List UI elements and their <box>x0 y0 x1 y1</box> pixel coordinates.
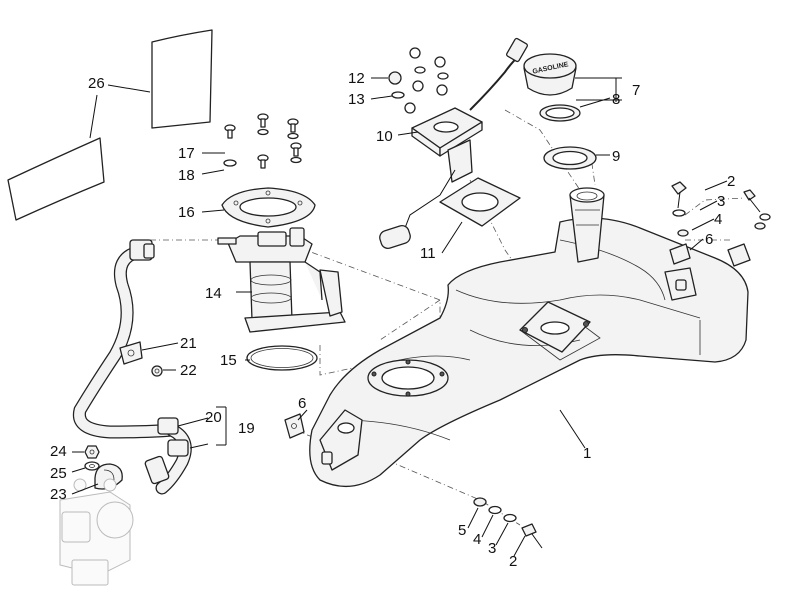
callout-12: 12 <box>348 70 365 87</box>
part-26-stickers <box>7 29 213 221</box>
callout-7: 7 <box>632 82 640 99</box>
part-3-washer-right <box>672 209 771 221</box>
part-6-bracket-right <box>669 243 751 267</box>
part-10-level-sender <box>379 37 528 250</box>
callout-21: 21 <box>180 335 197 352</box>
part-24-nut <box>84 445 100 459</box>
callout-6-right: 6 <box>705 231 713 248</box>
part-11-sender-gasket <box>439 177 521 227</box>
callout-11: 11 <box>420 245 436 262</box>
part-16-flange-plate <box>221 187 316 228</box>
callout-5: 5 <box>458 522 466 539</box>
callout-4-right: 4 <box>714 211 722 228</box>
part-1-fuel-tank <box>309 187 749 488</box>
throttle-body-ghost <box>59 478 134 586</box>
part-19-fuel-hose <box>72 239 192 495</box>
part-13-washers <box>391 66 449 99</box>
callout-1: 1 <box>583 445 591 462</box>
callout-2-bottom: 2 <box>509 553 517 570</box>
callout-22: 22 <box>180 362 197 379</box>
part-8-cap-gasket <box>539 104 581 122</box>
callout-13: 13 <box>348 91 365 108</box>
part-18-washers <box>223 128 302 167</box>
part-22-screw <box>151 365 163 377</box>
leader-lines <box>71 77 728 557</box>
callout-25: 25 <box>50 465 67 482</box>
callout-20: 20 <box>205 409 222 426</box>
part-12-nuts <box>388 47 448 114</box>
callout-labels: 26 17 18 16 14 15 21 22 20 19 24 25 23 1… <box>50 70 735 570</box>
callout-9: 9 <box>612 148 620 165</box>
part-15-o-ring <box>246 345 318 371</box>
part-5-nut-bottom <box>473 497 487 507</box>
part-4-washer-bottom <box>488 505 502 515</box>
part-2-bolt-right <box>671 181 761 213</box>
part-25-washer <box>84 461 100 471</box>
callout-10: 10 <box>376 128 393 145</box>
callout-19: 19 <box>238 420 255 437</box>
part-7-fuel-cap: GASOLINE <box>523 53 577 96</box>
callout-24: 24 <box>50 443 67 460</box>
callout-4-bottom: 4 <box>473 531 481 548</box>
part-14-fuel-pump <box>217 227 346 333</box>
part-9-filler-ring <box>543 146 597 170</box>
part-17-screws <box>224 113 302 169</box>
callout-26: 26 <box>88 75 105 92</box>
part-3-washer-bottom <box>503 513 517 523</box>
callout-23: 23 <box>50 486 67 503</box>
callout-16: 16 <box>178 204 195 221</box>
callout-3-right: 3 <box>717 193 725 210</box>
callout-2-right: 2 <box>727 173 735 190</box>
callout-14: 14 <box>205 285 222 302</box>
callout-8: 8 <box>612 91 620 108</box>
callout-18: 18 <box>178 167 195 184</box>
callout-6-left: 6 <box>298 395 306 412</box>
callout-15: 15 <box>220 352 237 369</box>
callout-3-bottom: 3 <box>488 540 496 557</box>
part-2-bolt-bottom <box>521 523 543 549</box>
part-6-bracket-left <box>284 413 305 439</box>
callout-17: 17 <box>178 145 195 162</box>
part-4-nut-right <box>677 222 766 237</box>
part-21-clip <box>119 341 143 365</box>
